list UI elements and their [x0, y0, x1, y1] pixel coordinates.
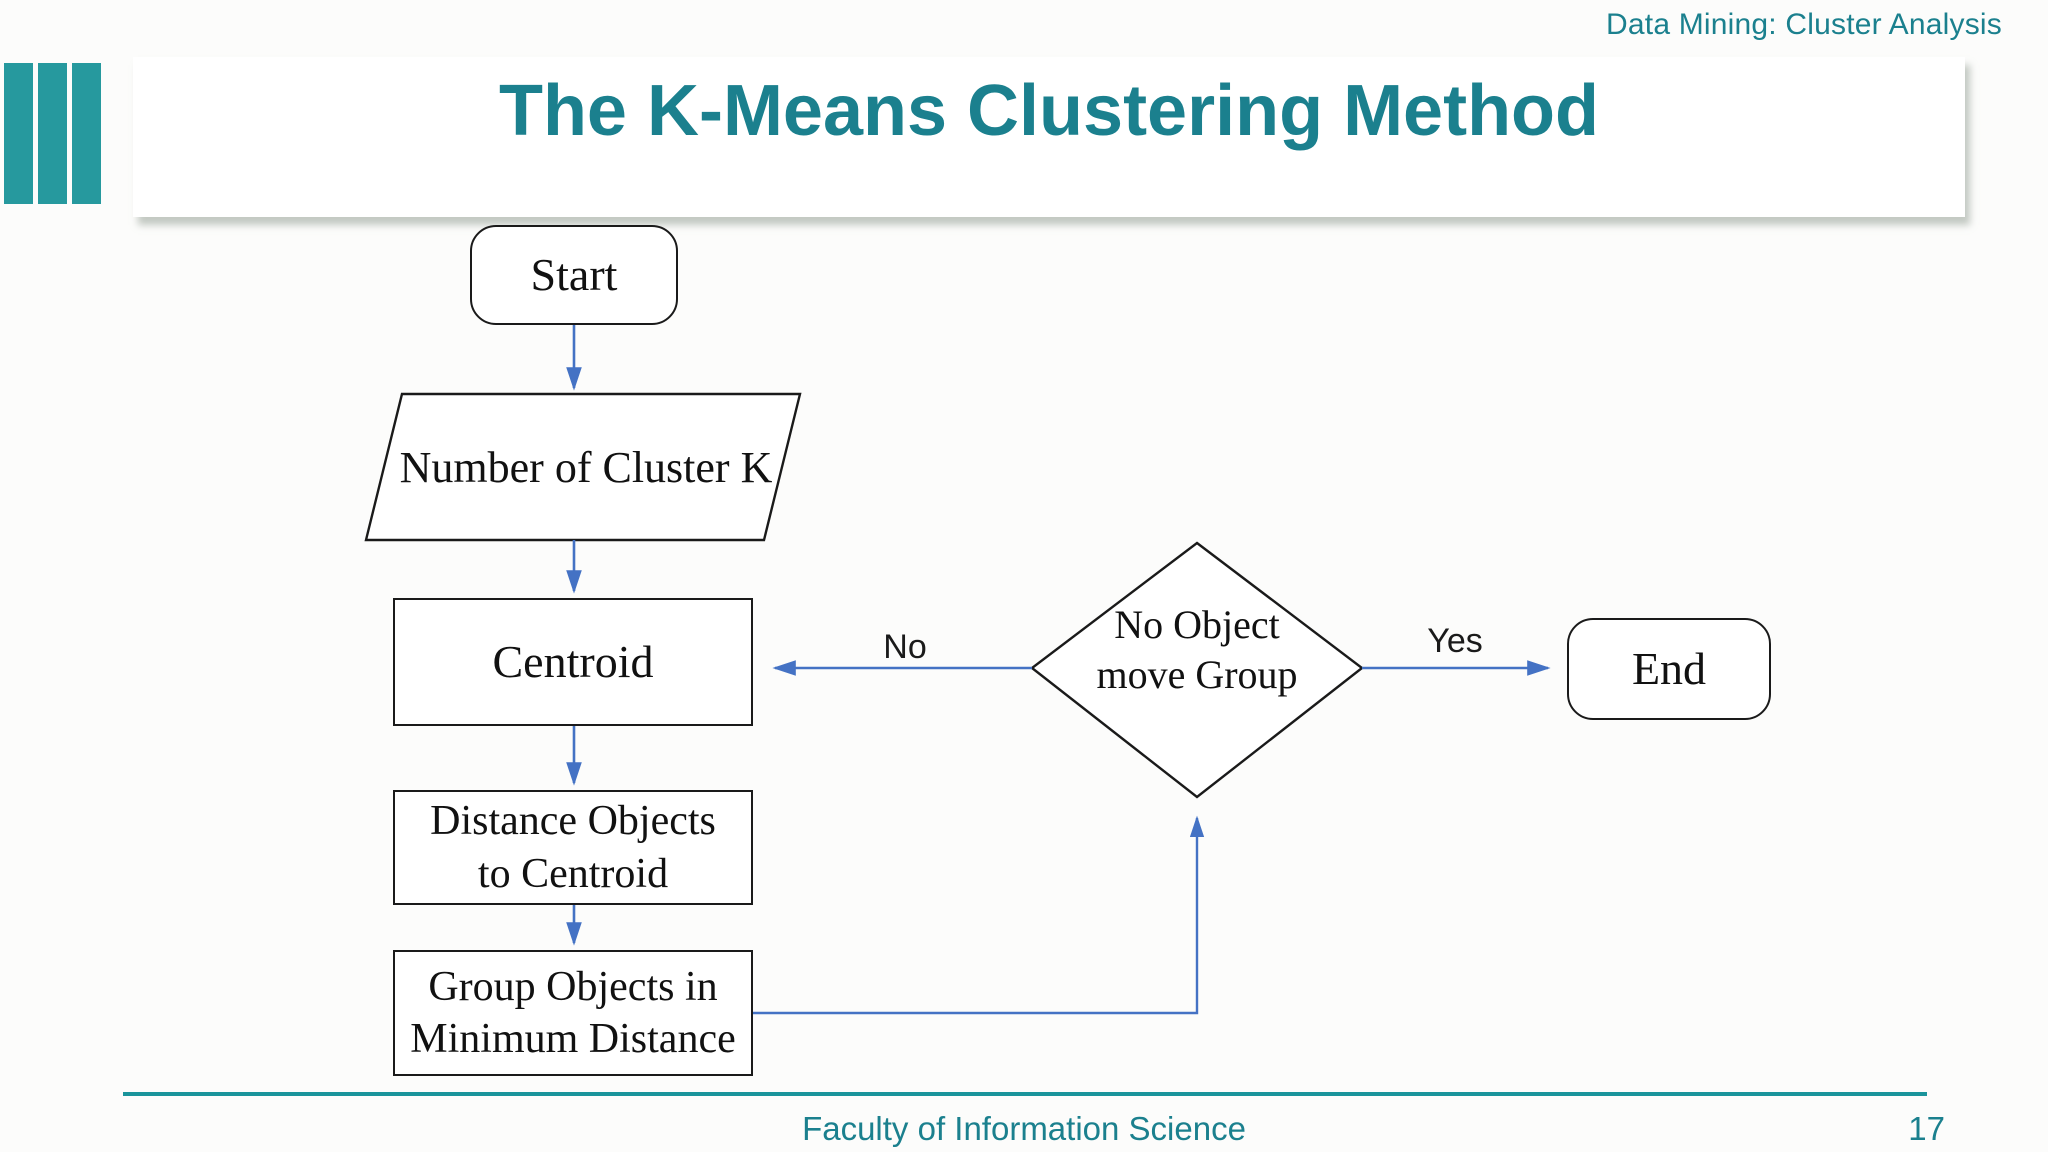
edge-label-no: No — [883, 628, 927, 666]
node-group-line1: Group Objects in — [428, 963, 718, 1010]
node-start-label: Start — [530, 249, 618, 301]
node-decision-line1: No Object — [1114, 602, 1280, 647]
logo-bar — [4, 63, 33, 204]
logo-bar — [38, 63, 67, 204]
node-start: Start — [470, 225, 678, 325]
node-io-label: Number of Cluster K — [399, 442, 773, 492]
node-centroid-label: Centroid — [492, 636, 654, 688]
node-distance-objects: Distance Objects to Centroid — [393, 790, 753, 905]
title-card: The K-Means Clustering Method — [133, 57, 1965, 217]
node-distance-line2: to Centroid — [477, 850, 669, 897]
footer-divider — [123, 1092, 1927, 1096]
decision-diamond-shape — [1030, 541, 1364, 799]
node-group-objects: Group Objects in Minimum Distance — [393, 950, 753, 1076]
node-distance-line1: Distance Objects — [430, 798, 716, 844]
slide-title: The K-Means Clustering Method — [498, 71, 1600, 151]
node-group-line2: Minimum Distance — [410, 1016, 736, 1062]
node-end-label: End — [1631, 643, 1707, 695]
node-decision-line2: move Group — [1096, 652, 1298, 697]
course-label: Data Mining: Cluster Analysis — [1606, 8, 2002, 41]
io-parallelogram-shape — [364, 392, 802, 542]
edge-group-to-decision — [753, 815, 1205, 1015]
logo-bars-icon — [4, 63, 101, 204]
logo-bar — [72, 63, 101, 204]
edge-label-yes: Yes — [1427, 622, 1483, 660]
node-decision: No Object move Group — [1062, 575, 1332, 725]
footer-label: Faculty of Information Science — [802, 1110, 1246, 1147]
node-centroid: Centroid — [393, 598, 753, 726]
page-number: 17 — [1908, 1110, 1945, 1147]
node-number-of-cluster-k: Number of Cluster K — [396, 394, 776, 540]
node-end: End — [1567, 618, 1771, 720]
